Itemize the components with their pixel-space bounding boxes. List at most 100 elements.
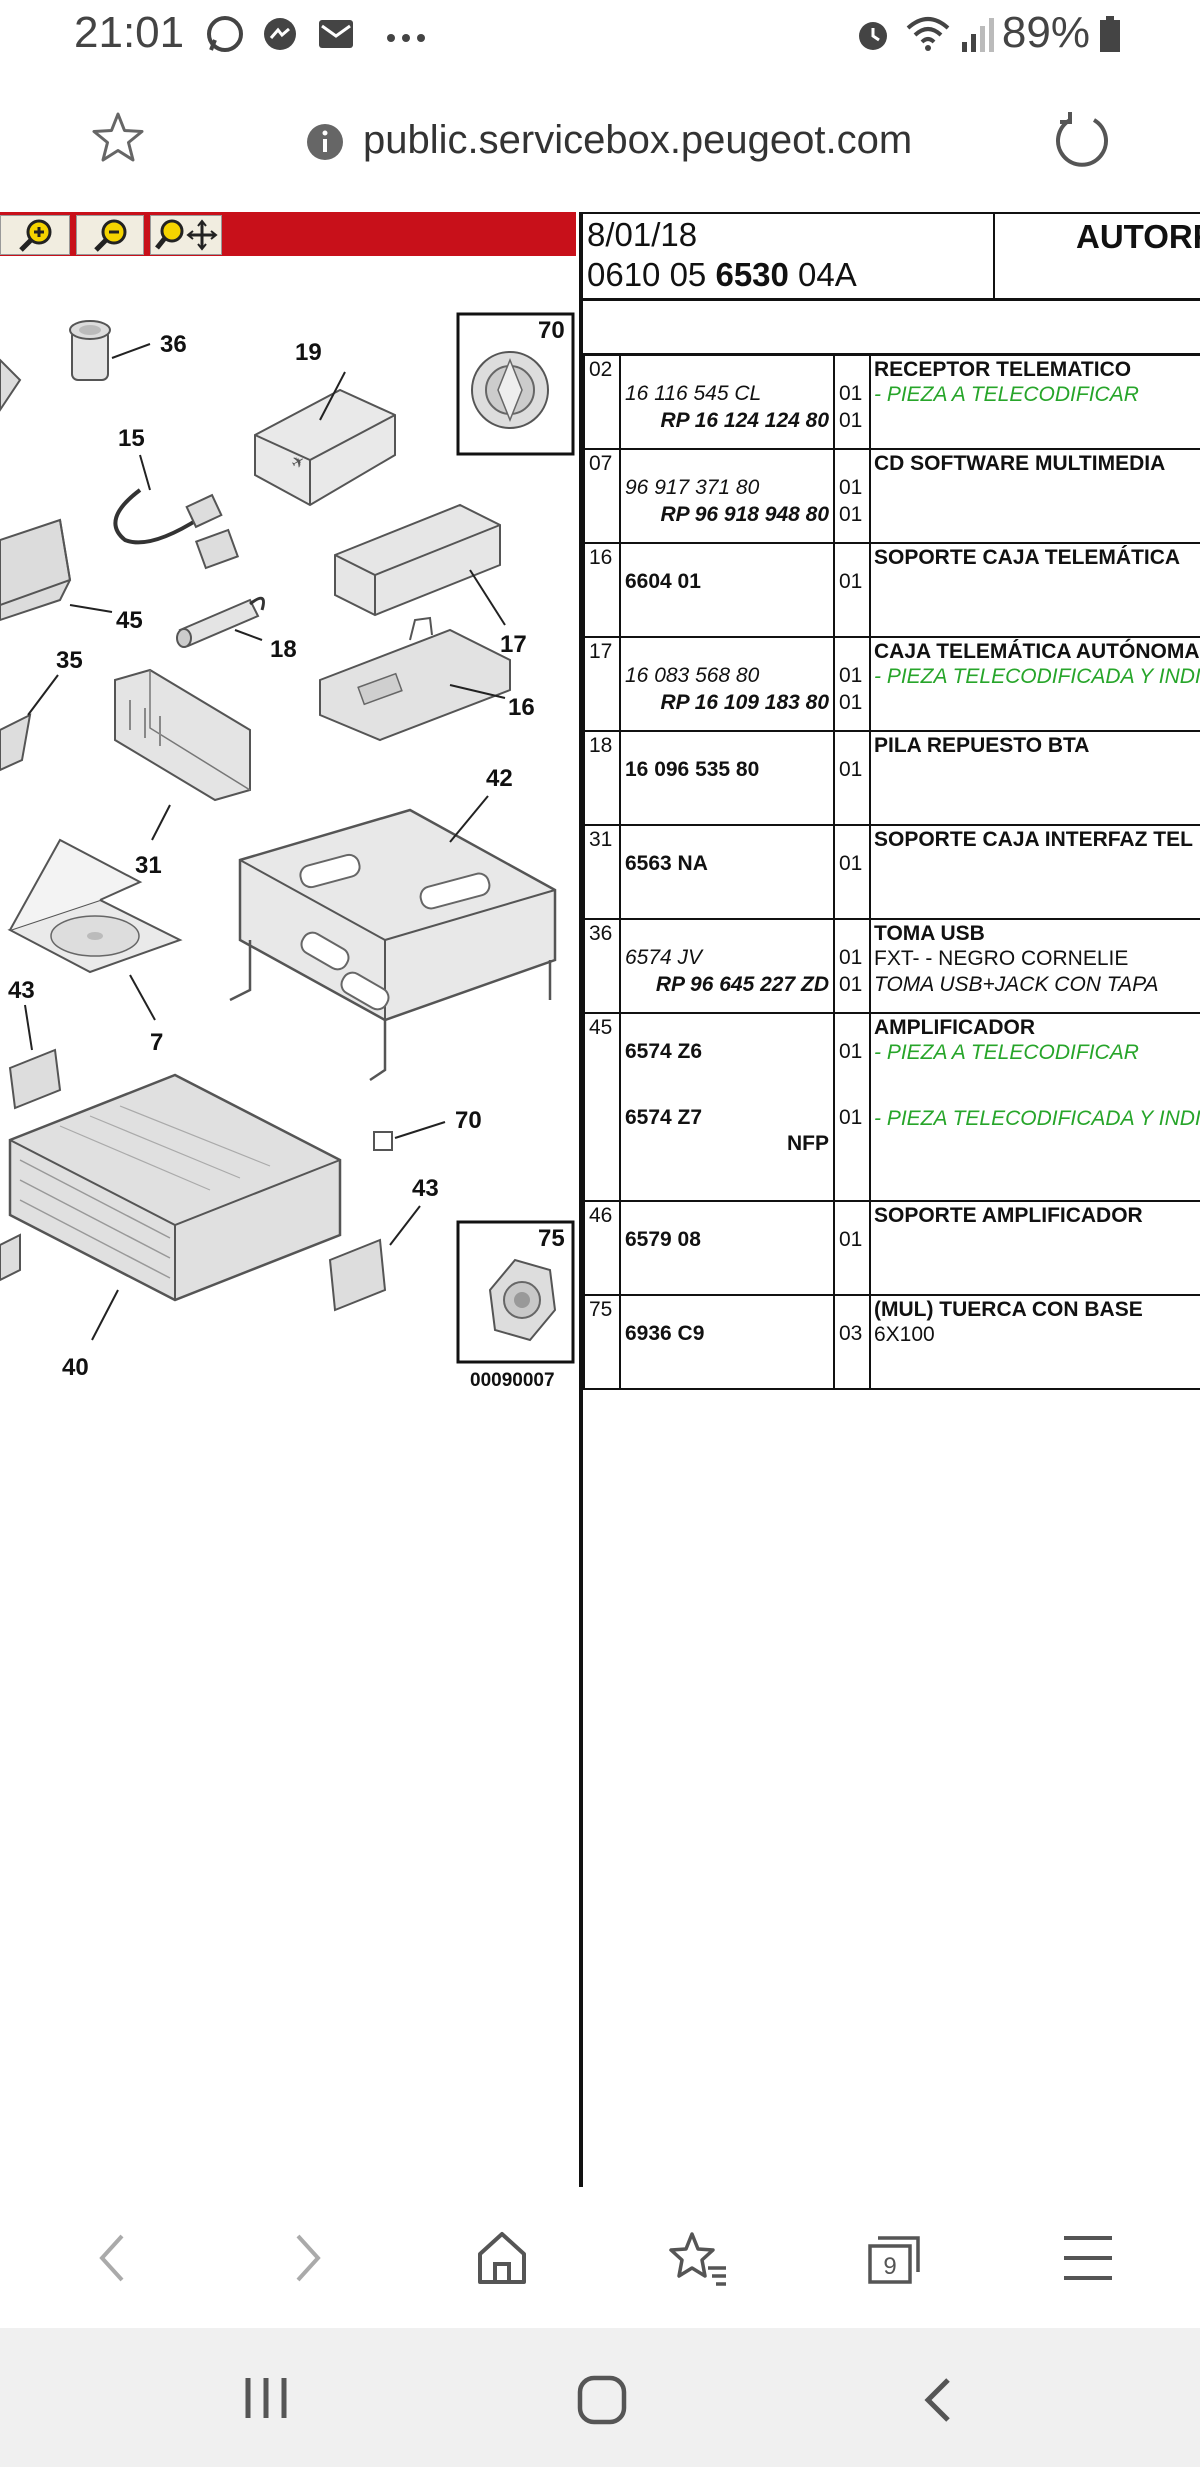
table-row[interactable]: 46 6579 08 01 SOPORTE AMPLIFICADOR: [583, 1202, 1200, 1296]
part-title: CAJA TELEMÁTICA AUTÓNOMA: [874, 640, 1200, 663]
description-cell: SOPORTE AMPLIFICADOR: [871, 1202, 1200, 1294]
zoom-in-icon: [19, 219, 52, 252]
part-title: SOPORTE CAJA TELEMÁTICA: [874, 546, 1181, 569]
callout-31: 31: [135, 852, 162, 879]
ref-cell: 18: [583, 732, 621, 824]
part-note: - PIEZA A TELECODIFICAR: [874, 383, 1139, 406]
part-number-cell: 6604 01: [621, 544, 835, 636]
diagram-panel: 36 ✈ 19 70: [0, 212, 580, 2188]
recents-icon[interactable]: [244, 2374, 288, 2427]
parts-subheader: [583, 299, 1200, 356]
callout-7: 7: [150, 1029, 163, 1056]
part-number[interactable]: 96 917 371 80: [625, 476, 760, 499]
part-19-telematic-receiver[interactable]: ✈: [254, 388, 396, 507]
part-number-cell: 6579 08: [621, 1202, 835, 1294]
table-row[interactable]: 16 6604 01 01 SOPORTE CAJA TELEMÁTICA: [583, 544, 1200, 638]
description-cell: SOPORTE CAJA INTERFAZ TEL: [871, 826, 1200, 918]
callout-43-left: 43: [8, 977, 35, 1004]
part-36-usb-socket[interactable]: [69, 320, 111, 381]
table-row[interactable]: 75 6936 C9 03 (MUL) TUERCA CON BASE 6X10…: [583, 1296, 1200, 1390]
table-row[interactable]: 45 6574 Z6 6574 Z7 NFP 01 01 AMPLIFICADO…: [583, 1014, 1200, 1202]
part-number-cell: 6574 JV RP 96 645 227 ZD: [621, 920, 835, 1012]
part-70-clip[interactable]: [373, 1131, 393, 1151]
part-number-cell: 16 116 545 CL RP 16 124 124 80: [621, 356, 835, 448]
bookmark-star-icon[interactable]: [90, 110, 146, 171]
parts-header: 8/01/18 0610 05 6530 04A AUTORR: [583, 212, 1200, 301]
quantity-cell: 01: [835, 732, 871, 824]
tabs-icon[interactable]: 9: [864, 2228, 924, 2293]
url-text[interactable]: public.servicebox.peugeot.com: [363, 118, 913, 162]
part-number[interactable]: 6563 NA: [625, 852, 708, 875]
browser-bottom-nav: 9: [0, 2188, 1200, 2328]
part-number[interactable]: 6574 Z6: [625, 1040, 703, 1063]
callout-16: 16: [508, 694, 535, 721]
header-code: 0610 05 6530 04A: [587, 256, 857, 293]
detail-box-75[interactable]: 75: [456, 1220, 575, 1364]
part-note: - PIEZA A TELECODIFICAR: [874, 1041, 1139, 1064]
part-title: CD SOFTWARE MULTIMEDIA: [874, 452, 1166, 475]
part-17-telematic-box[interactable]: [334, 503, 501, 617]
table-row[interactable]: 17 16 083 568 80 RP 16 109 183 80 01 01 …: [583, 638, 1200, 732]
menu-icon[interactable]: [1062, 2228, 1114, 2293]
nfp-label: NFP: [787, 1132, 829, 1155]
replacement-part-number[interactable]: RP 16 109 183 80: [660, 691, 829, 714]
callout-43-right: 43: [412, 1175, 439, 1202]
description-cell: CAJA TELEMÁTICA AUTÓNOMA - PIEZA TELECOD…: [871, 638, 1200, 730]
wifi-icon: [905, 14, 951, 59]
part-43-cover[interactable]: [328, 1238, 387, 1312]
part-7-cd-software[interactable]: [7, 838, 183, 974]
part-number[interactable]: 6574 JV: [625, 946, 703, 969]
part-31-interface-support[interactable]: [114, 668, 251, 802]
back-button-icon[interactable]: [920, 2374, 956, 2431]
part-number[interactable]: 16 096 535 80: [625, 758, 760, 781]
part-45-amplifier[interactable]: [0, 518, 72, 622]
table-row[interactable]: 31 6563 NA 01 SOPORTE CAJA INTERFAZ TEL: [583, 826, 1200, 920]
forward-icon[interactable]: [286, 2228, 330, 2293]
replacement-part-number[interactable]: RP 96 918 948 80: [660, 503, 829, 526]
part-detail: TOMA USB+JACK CON TAPA: [874, 973, 1159, 996]
replacement-part-number[interactable]: RP 16 124 124 80: [660, 409, 829, 432]
bookmarks-icon[interactable]: [668, 2228, 728, 2293]
zoom-out-button[interactable]: [76, 215, 144, 255]
site-info-icon[interactable]: [305, 122, 345, 167]
part-number[interactable]: 6574 Z7: [625, 1106, 703, 1129]
part-number[interactable]: 6604 01: [625, 570, 701, 593]
battery-level: 89%: [1001, 8, 1090, 57]
zoom-out-icon: [94, 219, 127, 252]
part-40-cd-changer[interactable]: [8, 1073, 342, 1302]
reload-icon[interactable]: [1052, 108, 1112, 173]
part-number[interactable]: 6936 C9: [625, 1322, 705, 1345]
zoom-pan-icon: [155, 219, 218, 251]
diagram-code: 00090007: [470, 1370, 555, 1391]
part-note: - PIEZA TELECODIFICADA Y INDIC: [874, 665, 1200, 688]
more-icon: [386, 30, 426, 48]
zoom-in-button[interactable]: [0, 215, 70, 255]
part-title: PILA REPUESTO BTA: [874, 734, 1090, 757]
part-15-cable[interactable]: [113, 488, 240, 570]
home-button-icon[interactable]: [576, 2374, 628, 2431]
ref-cell: 75: [583, 1296, 621, 1388]
table-row[interactable]: 02 16 116 545 CL RP 16 124 124 80 01 01 …: [583, 356, 1200, 450]
part-number-cell: 6563 NA: [621, 826, 835, 918]
part-number[interactable]: 16 083 568 80: [625, 664, 760, 687]
replacement-part-number[interactable]: RP 96 645 227 ZD: [655, 973, 829, 996]
part-42-mounting-cage[interactable]: [229, 808, 557, 1082]
battery-icon: [1098, 14, 1122, 59]
zoom-pan-button[interactable]: [150, 215, 222, 255]
part-number-cell: 16 083 568 80 RP 16 109 183 80: [621, 638, 835, 730]
part-title: RECEPTOR TELEMATICO: [874, 358, 1132, 381]
table-row[interactable]: 07 96 917 371 80 RP 96 918 948 80 01 01 …: [583, 450, 1200, 544]
back-icon[interactable]: [90, 2228, 134, 2293]
address-bar: public.servicebox.peugeot.com: [0, 72, 1200, 212]
table-row[interactable]: 36 6574 JV RP 96 645 227 ZD 01 01 TOMA U…: [583, 920, 1200, 1014]
part-number[interactable]: 6579 08: [625, 1228, 701, 1251]
part-18-battery[interactable]: [176, 596, 265, 648]
callout-19: 19: [295, 339, 322, 366]
part-16-telematic-support[interactable]: [319, 616, 511, 742]
part-detail: 6X100: [874, 1323, 935, 1346]
detail-box-70[interactable]: 70: [456, 312, 575, 456]
home-icon[interactable]: [474, 2228, 530, 2293]
table-row[interactable]: 18 16 096 535 80 01 PILA REPUESTO BTA: [583, 732, 1200, 826]
quantity-cell: 01 01: [835, 638, 871, 730]
part-number[interactable]: 16 116 545 CL: [625, 382, 762, 405]
